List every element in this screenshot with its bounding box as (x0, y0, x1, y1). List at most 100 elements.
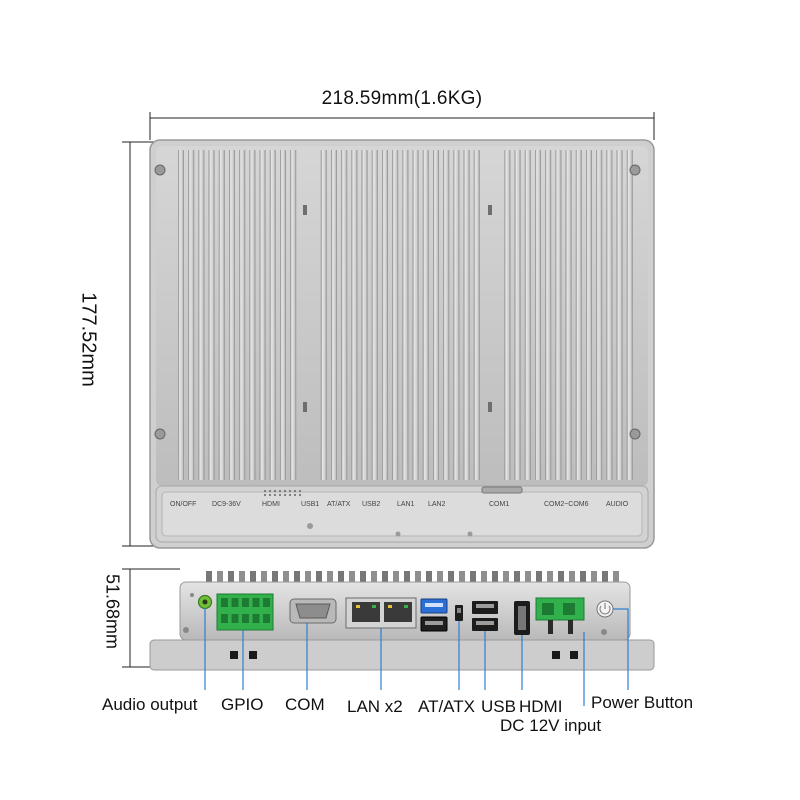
usb-ports (472, 601, 498, 631)
side-fin (228, 571, 234, 584)
side-fin (426, 571, 432, 584)
side-fin (239, 571, 245, 584)
heatsink-fin (555, 150, 562, 480)
gpio-pin (231, 598, 239, 607)
heatsink-fin (259, 150, 266, 480)
rear-label-usb1: USB1 (301, 501, 320, 508)
side-fin (371, 571, 377, 584)
side-fin (283, 571, 289, 584)
vent-dot (293, 489, 297, 493)
vent-dot (273, 493, 277, 497)
heatsink-fin (208, 150, 215, 480)
gpio-terminal (216, 593, 274, 631)
heatsink-fin (412, 150, 419, 480)
side-fin (613, 571, 619, 584)
heatsink-fins (178, 150, 633, 480)
vent-dot (273, 489, 277, 493)
heatsink-fin (606, 150, 613, 480)
callout-at-atx: AT/ATX (418, 697, 475, 716)
vent-dot (268, 489, 272, 493)
gpio-pin (252, 614, 260, 623)
heatsink-fin (320, 150, 327, 480)
side-fin (217, 571, 223, 584)
rear-label-com1: COM1 (489, 501, 510, 508)
rear-label-lan1: LAN1 (397, 501, 415, 508)
side-fin (569, 571, 575, 584)
side-fin (349, 571, 355, 584)
rear-label-lan2: LAN2 (428, 501, 446, 508)
at-atx-switch (455, 605, 463, 621)
side-fin (382, 571, 388, 584)
heatsink-fin (229, 150, 235, 480)
heatsink-fin (545, 150, 552, 480)
power-button (596, 600, 614, 618)
side-fin (536, 571, 542, 584)
rear-label-hdmi: HDMI (262, 501, 280, 508)
vent-dot (278, 489, 282, 493)
gpio-pin (221, 598, 228, 607)
side-fin (558, 571, 564, 584)
heatsink-fin (565, 150, 572, 480)
audio-jack (197, 594, 213, 610)
heatsink-fin (269, 150, 276, 480)
heatsink-fin (575, 150, 582, 480)
side-fin (470, 571, 476, 584)
callout-gpio: GPIO (221, 695, 264, 714)
heatsink-fin (290, 150, 297, 480)
hdmi-port (514, 601, 530, 635)
heatsink-fin (596, 150, 603, 480)
heatsink-fin (524, 150, 531, 480)
callout-com: COM (285, 695, 325, 714)
heatsink-fin (239, 150, 246, 480)
gpio-pin (221, 614, 228, 623)
rear-label-at-atx: AT/ATX (327, 501, 351, 508)
side-fin (206, 571, 212, 584)
callout-leader-lines (204, 608, 629, 706)
side-fin (316, 571, 322, 584)
heatsink-fin (535, 150, 541, 480)
heatsink-fin (218, 150, 225, 480)
heatsink-fin (433, 150, 439, 480)
rear-label-dc-input: DC9-36V (212, 501, 241, 508)
vent-dot (283, 489, 287, 493)
heatsink-fin (402, 150, 409, 480)
callout-audio-output: Audio output (102, 695, 198, 714)
heatsink-fin (463, 150, 470, 480)
heatsink-fin (422, 150, 429, 480)
side-fin (250, 571, 256, 584)
side-fin (272, 571, 278, 584)
heatsink-fin (616, 150, 623, 480)
side-fin (591, 571, 597, 584)
side-fin (294, 571, 300, 584)
side-view (149, 571, 655, 706)
heatsink-fin (514, 150, 521, 480)
side-fin (481, 571, 487, 584)
callout-lan: LAN x2 (347, 697, 403, 716)
callout-power-button: Power Button (591, 693, 694, 712)
heatsink-fin (371, 150, 378, 480)
vent-dot (263, 489, 267, 493)
side-fin (602, 571, 608, 584)
rear-label-on-off: ON/OFF (170, 501, 197, 508)
width-dimension-label: 218.59mm(1.6KG) (321, 88, 483, 109)
heatsink-fin (361, 150, 368, 480)
callout-dc-input: DC 12V input (500, 716, 602, 735)
heatsink-fin (178, 150, 184, 480)
vent-dot (283, 493, 287, 497)
heatsink-fin (586, 150, 592, 480)
com-db9-port (289, 598, 337, 624)
rear-label-usb2: USB2 (362, 501, 381, 508)
side-fin (448, 571, 454, 584)
vent-dot (263, 493, 267, 497)
side-fin (393, 571, 399, 584)
side-fin (514, 571, 520, 584)
gpio-pin (242, 598, 249, 607)
heatsink-fin (443, 150, 450, 480)
gpio-pin (263, 614, 270, 623)
heatsink-fin (341, 150, 348, 480)
side-fin (360, 571, 366, 584)
side-fin (404, 571, 410, 584)
rear-label-audio: AUDIO (606, 501, 629, 508)
side-fin (547, 571, 553, 584)
side-fin (525, 571, 531, 584)
